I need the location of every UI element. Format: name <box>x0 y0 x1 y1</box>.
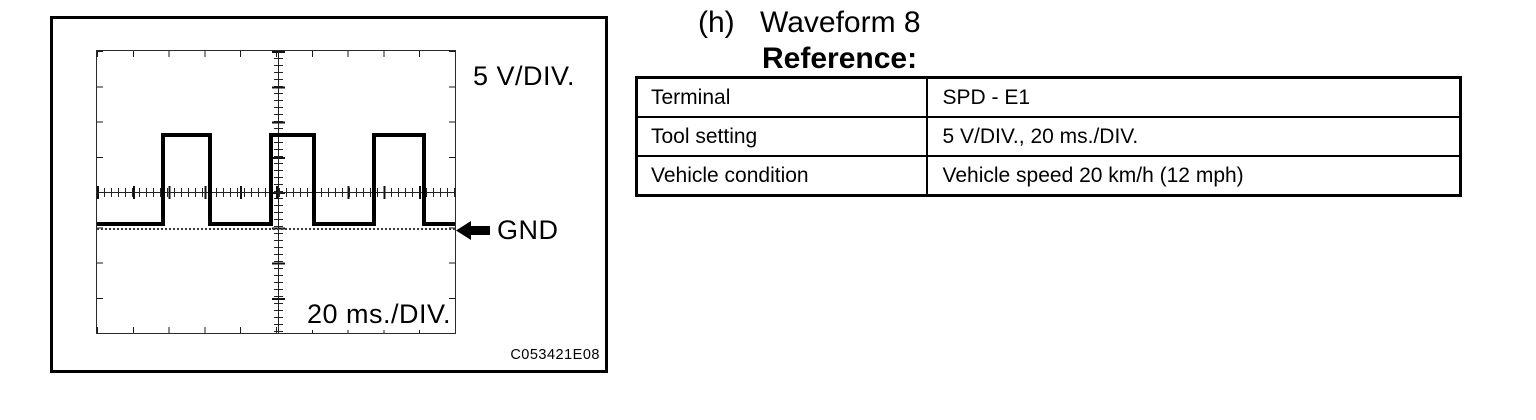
waveform-figure-box: 5 V/DIV. 20 ms./DIV. GND C053421E08 <box>50 16 608 373</box>
oscilloscope-grid <box>96 50 456 334</box>
heading-subtitle: Reference: <box>762 42 918 75</box>
heading-index: (h) <box>698 6 735 39</box>
gnd-label: GND <box>497 215 559 245</box>
reference-table: Terminal SPD - E1 Tool setting 5 V/DIV.,… <box>635 76 1462 197</box>
gnd-annotation: GND <box>456 215 559 246</box>
table-row: Vehicle condition Vehicle speed 20 km/h … <box>635 155 1462 197</box>
figure-code: C053421E08 <box>510 347 600 363</box>
table-row-value: 5 V/DIV., 20 ms./DIV. <box>925 116 1462 157</box>
gnd-reference-line <box>97 228 455 230</box>
table-row-label: Vehicle condition <box>635 155 928 197</box>
table-row: Terminal SPD - E1 <box>635 76 1462 118</box>
square-wave-trace <box>97 133 455 226</box>
table-row: Tool setting 5 V/DIV., 20 ms./DIV. <box>635 116 1462 157</box>
grid-center-horizontal-line <box>97 192 455 193</box>
table-row-value: Vehicle speed 20 km/h (12 mph) <box>925 155 1462 197</box>
table-row-label: Terminal <box>635 76 928 118</box>
table-row-label: Tool setting <box>635 116 928 157</box>
gnd-arrow-icon <box>456 221 490 240</box>
waveform-path <box>97 133 455 226</box>
volts-per-div-label: 5 V/DIV. <box>473 61 576 91</box>
heading-title: Waveform 8 <box>760 6 921 39</box>
table-row-value: SPD - E1 <box>925 76 1462 118</box>
section-heading: (h) Waveform 8 Reference: <box>698 5 921 77</box>
time-per-div-label: 20 ms./DIV. <box>305 299 452 330</box>
